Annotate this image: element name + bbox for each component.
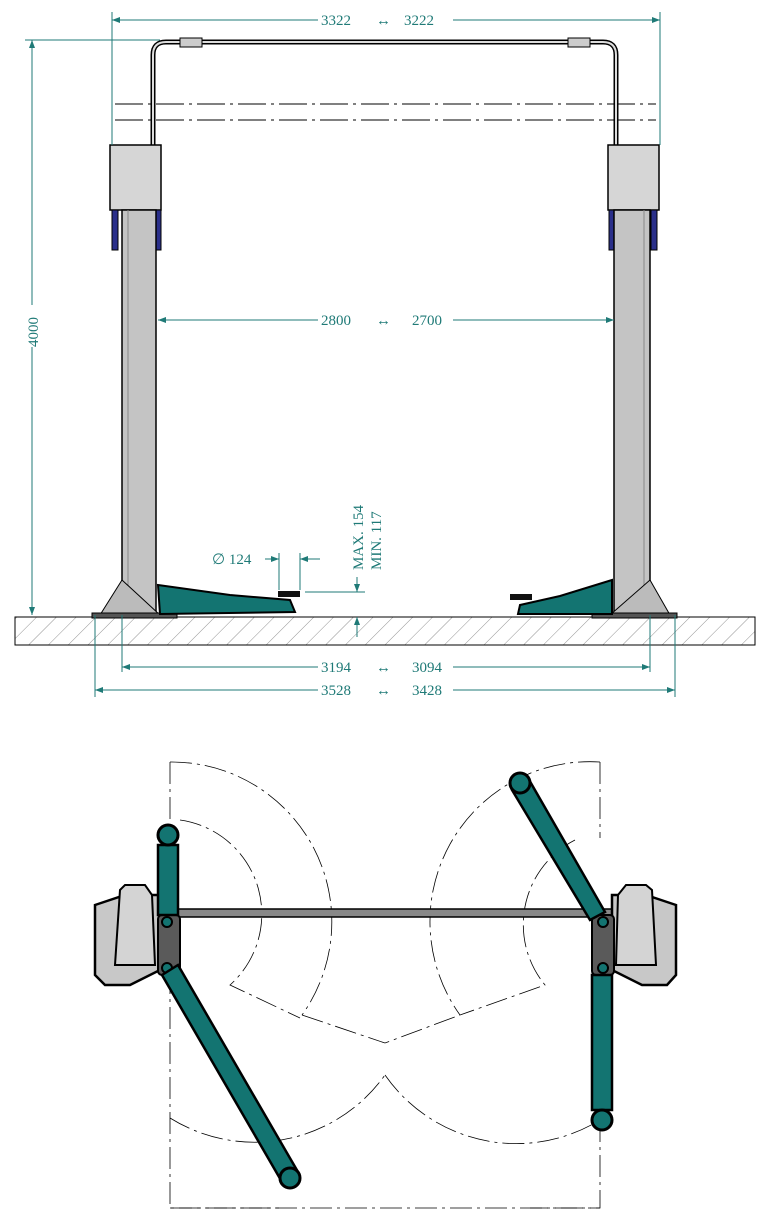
- left-arm: [156, 583, 297, 616]
- left-arm-top-1: [156, 843, 180, 917]
- svg-text:∅ 124: ∅ 124: [212, 552, 252, 568]
- svg-text:4000: 4000: [26, 317, 42, 347]
- svg-text:↔: ↔: [376, 13, 391, 29]
- right-base-plate: [591, 884, 678, 987]
- right-arm-top-2: [590, 973, 614, 1112]
- floor: [14, 616, 756, 646]
- svg-text:↔: ↔: [376, 313, 391, 329]
- left-pad-2: [278, 1166, 302, 1190]
- svg-text:MIN. 117: MIN. 117: [369, 511, 385, 570]
- svg-text:2700: 2700: [412, 313, 442, 329]
- dim-inner-width: 2800 ↔ 2700: [158, 313, 614, 329]
- top-crossbar: [149, 908, 621, 918]
- right-pad-2: [590, 1108, 614, 1132]
- dim-pad: ∅ 124 MAX. 154 MIN. 117: [212, 504, 385, 637]
- dim-base-width: 3194 ↔ 3094: [121, 615, 651, 676]
- right-pad-1: [508, 771, 532, 795]
- left-base-plate: [93, 884, 181, 987]
- overhead-bar: [150, 39, 619, 145]
- right-column: [591, 144, 678, 619]
- right-arm-top-1: [510, 776, 607, 922]
- front-view: 3322 ↔ 3222 4000 2800 ↔ 2700 ∅ 124 MAX. …: [14, 12, 756, 699]
- dim-top-width: 3322 ↔ 3222: [111, 12, 661, 145]
- svg-text:↔: ↔: [376, 660, 391, 676]
- svg-text:3322: 3322: [321, 13, 351, 29]
- svg-text:3094: 3094: [412, 660, 443, 676]
- left-column: [91, 144, 178, 619]
- svg-text:3222: 3222: [404, 13, 434, 29]
- svg-text:3428: 3428: [412, 683, 442, 699]
- top-view: [93, 761, 678, 1209]
- svg-text:3194: 3194: [321, 660, 352, 676]
- svg-text:2800: 2800: [321, 313, 351, 329]
- right-arm: [516, 578, 613, 615]
- dim-overall-base-width: 3528 ↔ 3428: [94, 615, 676, 699]
- svg-text:↔: ↔: [376, 683, 391, 699]
- left-arm-top-2: [160, 963, 300, 1184]
- dim-height: 4000: [24, 39, 160, 615]
- svg-text:MAX. 154: MAX. 154: [351, 504, 367, 570]
- left-pad-1: [156, 823, 180, 847]
- svg-text:3528: 3528: [321, 683, 351, 699]
